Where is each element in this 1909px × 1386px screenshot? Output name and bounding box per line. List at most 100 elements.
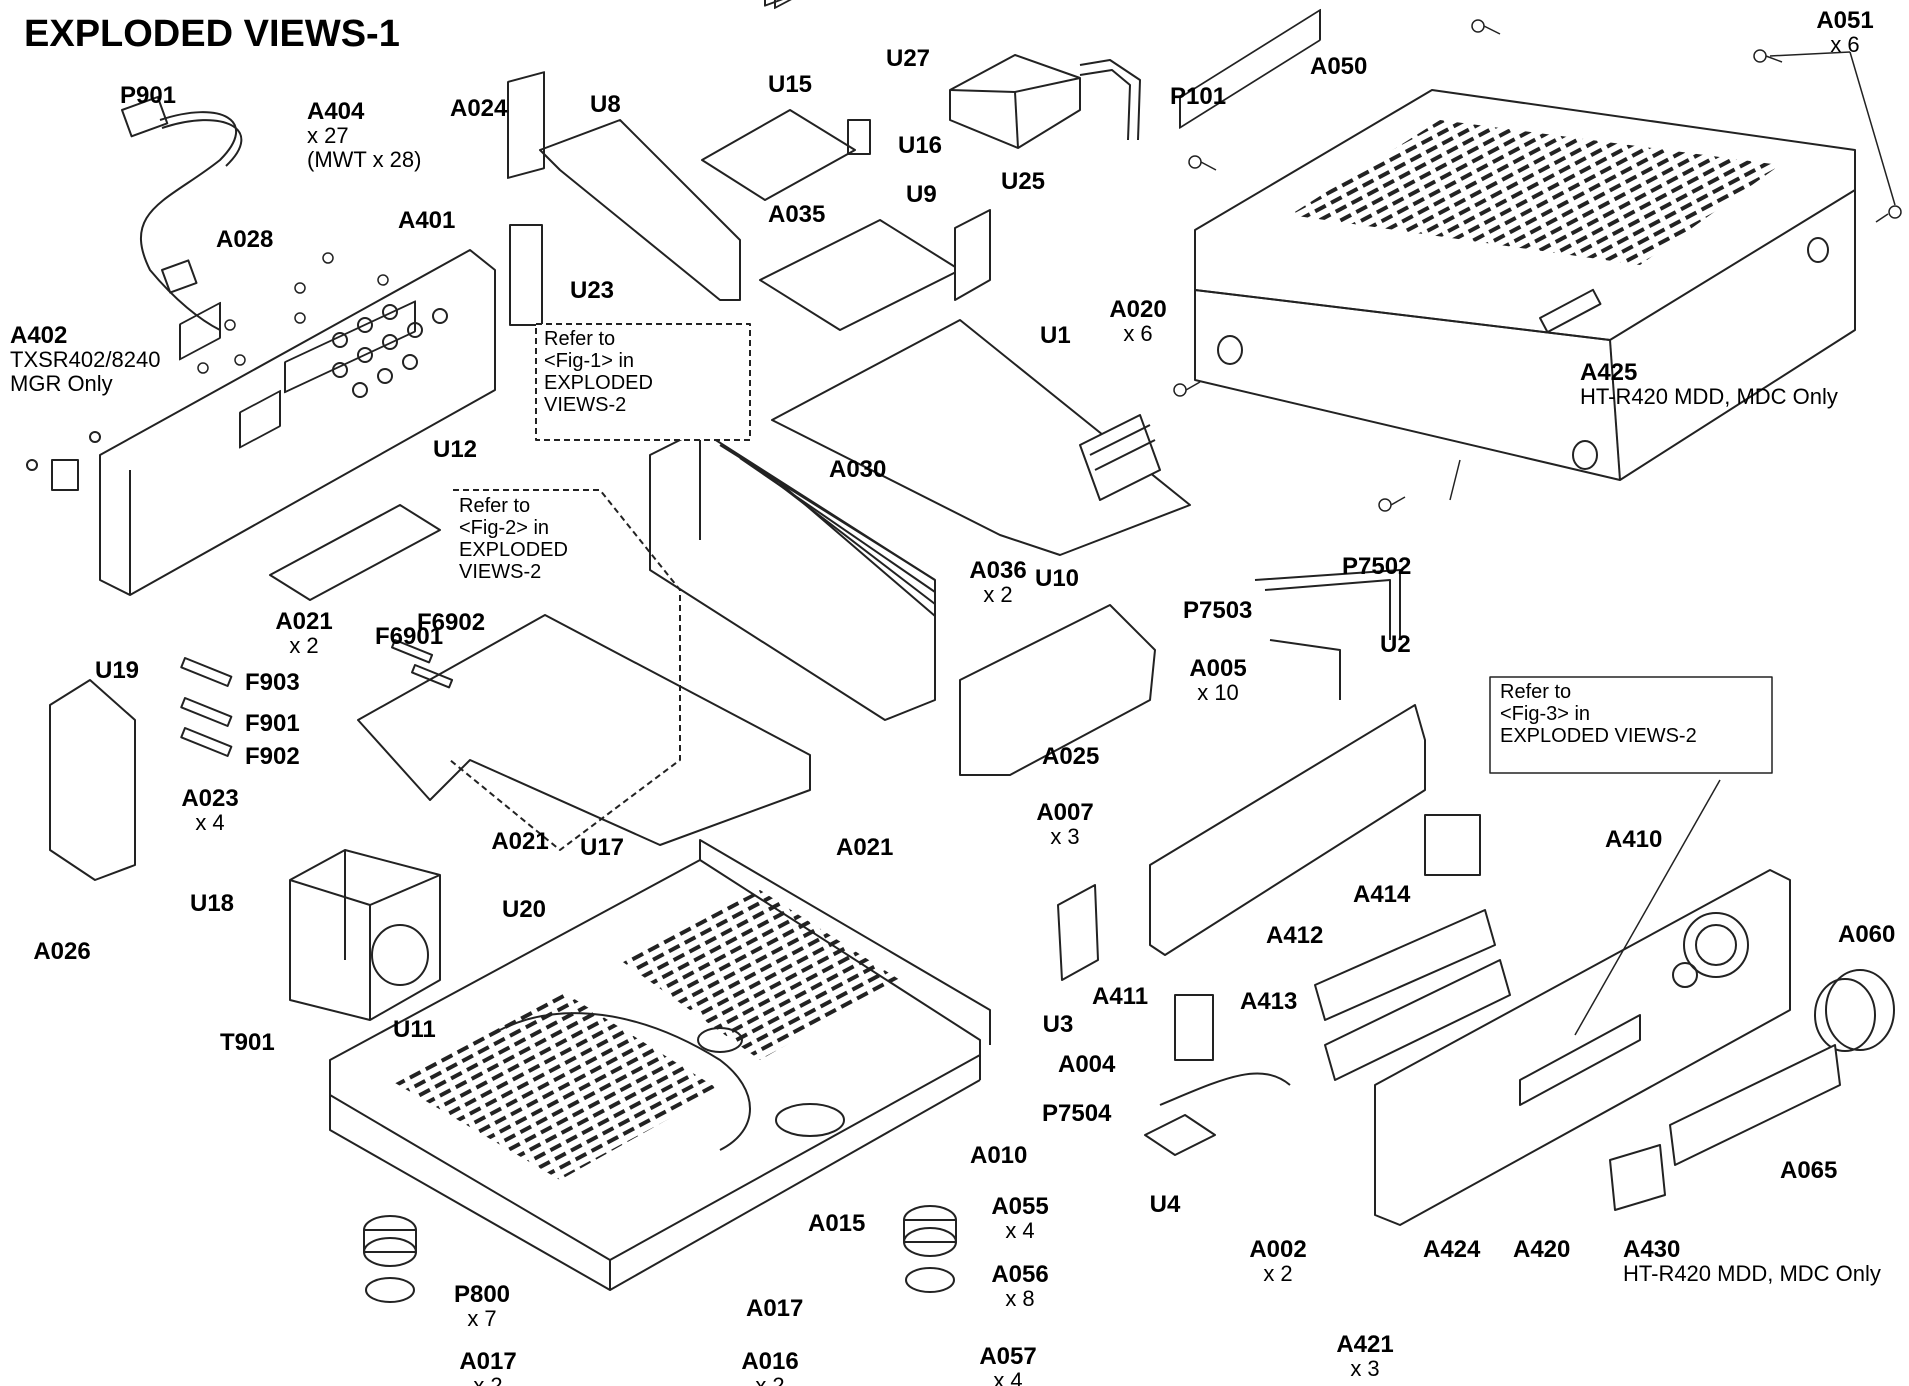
a402-part (26, 431, 101, 491)
module-u27 (949, 54, 1081, 149)
label-a425: A425 (1580, 359, 1637, 386)
label-a010: A010 (970, 1142, 1027, 1169)
label-a024: A024 (450, 95, 508, 122)
label-a425-note: HT-R420 MDD, MDC Only (1580, 384, 1838, 409)
reference-note-fig1: VIEWS-2 (544, 394, 626, 416)
reference-box-fig3 (1489, 676, 1773, 774)
label-a005-note: x 10 (1197, 680, 1239, 705)
label-a020-note: x 6 (1123, 321, 1152, 346)
reference-note-fig1: EXPLODED (544, 372, 653, 394)
reference-note-fig1: <Fig-1> in (544, 350, 634, 372)
label-a021a: A021 (275, 608, 332, 635)
label-a051-note: x 6 (1830, 32, 1859, 57)
label-p7502: P7502 (1342, 553, 1411, 580)
label-a430: A430 (1623, 1236, 1680, 1263)
label-u16: U16 (898, 132, 942, 159)
part-u16 (847, 119, 871, 155)
label-a020: A020 (1109, 296, 1166, 323)
label-u19: U19 (95, 657, 139, 684)
board-u10 (959, 604, 1156, 776)
label-f901: F901 (245, 710, 300, 737)
label-a017a: A017 (746, 1295, 803, 1322)
label-a424: A424 (1423, 1236, 1481, 1263)
reference-note-fig2: Refer to (459, 495, 530, 517)
label-u15: U15 (768, 71, 812, 98)
label-a028: A028 (216, 226, 273, 253)
label-a015: A015 (808, 1210, 865, 1237)
label-f6902: F6902 (417, 609, 485, 636)
label-a051: A051 (1816, 7, 1873, 34)
label-a021a-note: x 2 (289, 633, 318, 658)
label-a050: A050 (1310, 53, 1367, 80)
reference-note-fig3: EXPLODED VIEWS-2 (1500, 725, 1697, 747)
label-a035: A035 (768, 201, 825, 228)
label-u25: U25 (1001, 168, 1045, 195)
board-u15 (701, 109, 856, 201)
label-a060: A060 (1838, 921, 1895, 948)
label-u9: U9 (906, 181, 937, 208)
label-u23: U23 (570, 277, 614, 304)
board-u8 (507, 71, 741, 301)
label-f903: F903 (245, 669, 300, 696)
board-u12 (269, 300, 441, 601)
label-a410: A410 (1605, 826, 1662, 853)
label-a420: A420 (1513, 1236, 1570, 1263)
ribbons-p7502-p7503 (1254, 569, 1401, 700)
drawing (26, 0, 1902, 1303)
leader-lines (1449, 51, 1896, 1036)
label-p7504: P7504 (1042, 1100, 1112, 1127)
label-a402: A402 (10, 322, 67, 349)
reference-note-fig2: <Fig-2> in (459, 517, 549, 539)
label-a007-note: x 3 (1050, 824, 1079, 849)
label-f902: F902 (245, 743, 300, 770)
label-a065: A065 (1780, 1157, 1837, 1184)
label-a004: A004 (1058, 1051, 1116, 1078)
label-a404-note: x 27 (307, 123, 349, 148)
label-p101: P101 (1170, 83, 1226, 110)
label-a404: A404 (307, 98, 365, 125)
label-a036-note: x 2 (983, 582, 1012, 607)
label-a036: A036 (969, 557, 1026, 584)
reference-note-fig1: Refer to (544, 328, 615, 350)
board-u2 (1149, 8, 1426, 956)
label-u11: U11 (393, 1016, 436, 1043)
label-a402-note: MGR Only (10, 371, 113, 396)
label-a057: A057 (979, 1343, 1036, 1370)
bracket-u23 (509, 224, 543, 326)
label-a007: A007 (1036, 799, 1093, 826)
label-u12: U12 (433, 436, 477, 463)
label-a026: A026 (33, 938, 90, 965)
label-a016-note: x 2 (755, 1373, 784, 1386)
knob-a060 (1814, 969, 1895, 1052)
label-f6901: F6901 (375, 623, 443, 650)
label-a401: A401 (398, 207, 455, 234)
label-u8: U8 (590, 91, 621, 118)
label-a413: A413 (1240, 988, 1297, 1015)
board-u1 (771, 0, 1191, 556)
label-p901: P901 (120, 82, 176, 109)
label-u3: U3 (1043, 1011, 1074, 1038)
feet (363, 1205, 957, 1303)
label-a414: A414 (1353, 881, 1411, 908)
plate-a430 (1609, 1144, 1666, 1211)
reference-note-fig3: Refer to (1500, 681, 1571, 703)
bracket-u25 (954, 209, 991, 301)
label-a023-note: x 4 (195, 810, 224, 835)
label-a055-note: x 4 (1005, 1218, 1034, 1243)
screws-a051 (1173, 19, 1902, 512)
label-u10: U10 (1035, 565, 1079, 592)
label-t901: T901 (220, 1029, 275, 1056)
label-a025: A025 (1042, 743, 1099, 770)
label-u2: U2 (1380, 631, 1411, 658)
label-u27: U27 (886, 45, 930, 72)
front-panel-a410 (1374, 869, 1791, 1226)
label-a002: A002 (1249, 1236, 1306, 1263)
label-a002-note: x 2 (1263, 1261, 1292, 1286)
label-a402-note: TXSR402/8240 (10, 347, 160, 372)
label-u18: U18 (190, 890, 234, 917)
transformer-t901 (289, 849, 441, 1021)
label-p7503: P7503 (1183, 597, 1252, 624)
label-p800-note: x 7 (467, 1306, 496, 1331)
screws-a404 (197, 252, 389, 374)
